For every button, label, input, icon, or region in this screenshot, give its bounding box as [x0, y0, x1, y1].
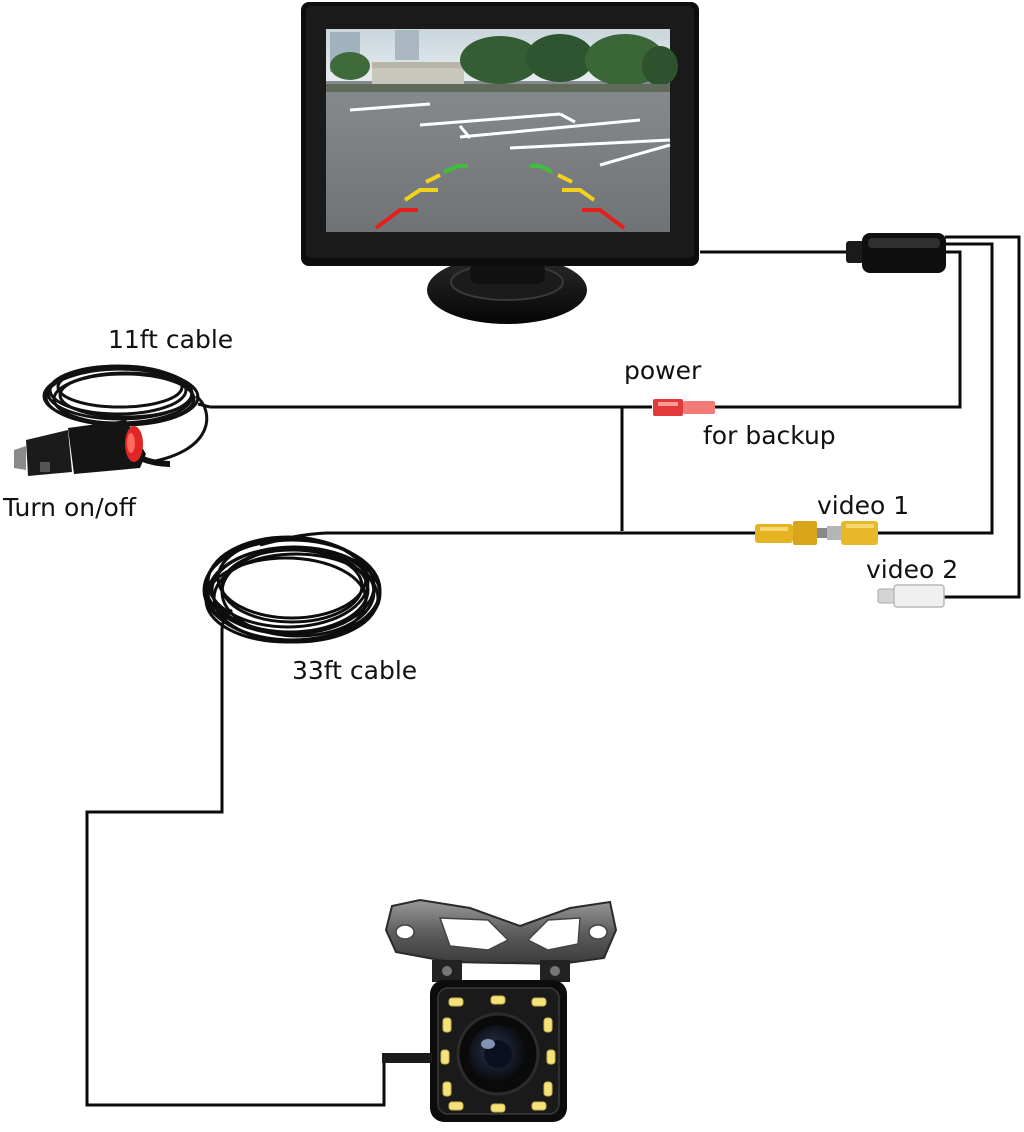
harness-wire-video1 [878, 242, 994, 535]
label-turn-on-off: Turn on/off [3, 493, 137, 522]
camera-cable [85, 630, 432, 1107]
harness-connector-icon [846, 233, 946, 273]
car-charger-plug-icon [14, 420, 171, 476]
monitor-screen [326, 29, 678, 232]
power-connector-icon [653, 399, 715, 416]
monitor-icon [301, 2, 699, 324]
harness-wire-video2 [944, 235, 1021, 599]
video2-connector-icon [877, 584, 945, 608]
video1-connector-icon [755, 521, 878, 545]
label-33ft-cable: 33ft cable [292, 656, 418, 685]
backup-camera-icon [382, 898, 618, 1122]
label-for-backup: for backup [703, 421, 836, 450]
label-video-2: video 2 [866, 555, 959, 584]
label-power: power [624, 356, 702, 385]
harness-wire-power [715, 250, 962, 409]
label-video-1: video 1 [817, 491, 910, 520]
label-11ft-cable: 11ft cable [108, 325, 234, 354]
coiled-cable-33ft-icon [202, 531, 382, 644]
